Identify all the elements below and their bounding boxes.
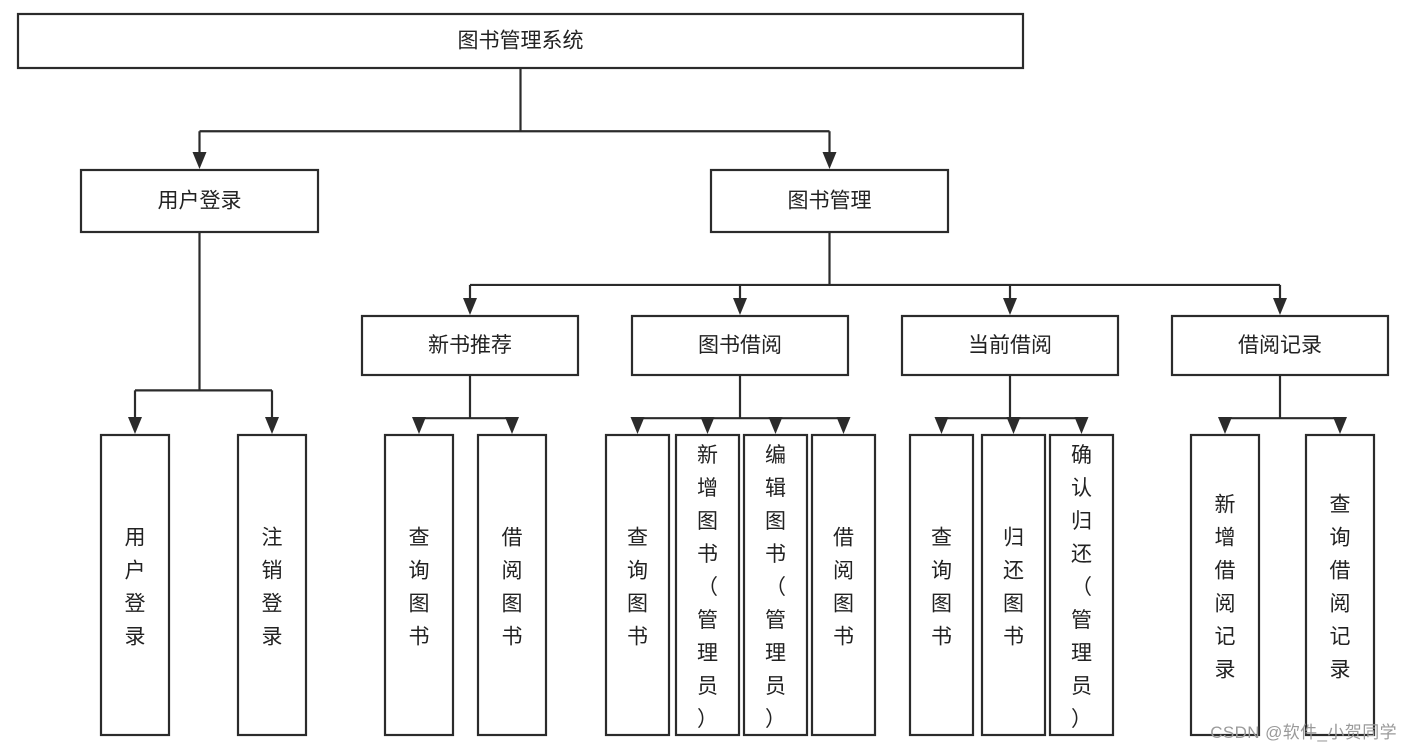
node-root-图书管理系统[interactable]: 图书管理系统 (16, 12, 1025, 70)
node-box (900, 314, 1120, 377)
node-label: 借阅图书 (833, 527, 854, 649)
node-leaf-2[interactable]: 查询图书 (383, 433, 455, 737)
node-l3-2[interactable]: 当前借阅 (900, 314, 1120, 377)
node-box (980, 433, 1047, 737)
node-label: 查询图书 (627, 527, 648, 649)
node-label: 借阅记录 (1238, 334, 1322, 357)
node-box (810, 433, 877, 737)
node-label: 当前借阅 (968, 334, 1052, 357)
node-label: 新增借阅记录 (1215, 494, 1236, 682)
edge-group (192, 68, 837, 169)
node-box (476, 433, 548, 737)
node-box (360, 314, 580, 377)
node-box (908, 433, 975, 737)
node-box (1189, 433, 1261, 737)
node-leaf-3[interactable]: 借阅图书 (476, 433, 548, 737)
node-leaf-6[interactable]: 编辑图书（管理员） (742, 433, 809, 737)
node-label: 查询借阅记录 (1330, 494, 1351, 682)
node-label: 新增图书（管理员） (697, 444, 718, 731)
node-l2-0[interactable]: 用户登录 (79, 168, 320, 234)
arrow-head-icon (128, 417, 142, 434)
node-label: 归还图书 (1003, 527, 1024, 649)
arrow-head-icon (192, 152, 207, 169)
node-label: 图书管理 (788, 190, 872, 213)
node-label: 注销登录 (262, 527, 283, 649)
node-l2-1[interactable]: 图书管理 (709, 168, 950, 234)
node-box (1304, 433, 1376, 737)
node-box (1048, 433, 1115, 737)
node-label: 借阅图书 (502, 527, 523, 649)
arrow-head-icon (1074, 417, 1089, 434)
node-leaf-5[interactable]: 新增图书（管理员） (674, 433, 741, 737)
arrow-head-icon (934, 417, 949, 434)
arrow-head-icon (463, 298, 477, 315)
arrow-head-icon (630, 417, 645, 434)
arrow-head-icon (822, 152, 837, 169)
arrow-head-icon (412, 417, 426, 434)
node-leaf-11[interactable]: 新增借阅记录 (1189, 433, 1261, 737)
arrow-head-icon (1273, 298, 1287, 315)
arrow-head-icon (733, 298, 747, 315)
node-box (630, 314, 850, 377)
edge-group (630, 375, 851, 434)
node-box (1170, 314, 1390, 377)
arrow-head-icon (836, 417, 851, 434)
node-leaf-8[interactable]: 查询图书 (908, 433, 975, 737)
edge-group (934, 375, 1089, 434)
arrow-head-icon (1333, 417, 1347, 434)
node-layer: 图书管理系统用户登录图书管理新书推荐图书借阅当前借阅借阅记录用户登录注销登录查询… (16, 12, 1390, 737)
arrow-head-icon (1218, 417, 1232, 434)
node-box (99, 433, 171, 737)
edge-group (412, 375, 519, 434)
node-leaf-9[interactable]: 归还图书 (980, 433, 1047, 737)
node-leaf-0[interactable]: 用户登录 (99, 433, 171, 737)
node-label: 用户登录 (158, 190, 242, 213)
node-box (383, 433, 455, 737)
node-label: 查询图书 (409, 527, 430, 649)
edge-group (1218, 375, 1347, 434)
node-box (709, 168, 950, 234)
arrow-head-icon (1006, 417, 1021, 434)
node-label: 新书推荐 (428, 334, 512, 357)
connector-layer (128, 68, 1347, 434)
node-leaf-7[interactable]: 借阅图书 (810, 433, 877, 737)
edge-group (463, 232, 1287, 315)
node-box (742, 433, 809, 737)
node-leaf-12[interactable]: 查询借阅记录 (1304, 433, 1376, 737)
arrow-head-icon (768, 417, 783, 434)
node-label: 用户登录 (125, 527, 146, 649)
node-l3-0[interactable]: 新书推荐 (360, 314, 580, 377)
node-box (604, 433, 671, 737)
node-leaf-4[interactable]: 查询图书 (604, 433, 671, 737)
node-box (16, 12, 1025, 70)
node-leaf-1[interactable]: 注销登录 (236, 433, 308, 737)
node-box (236, 433, 308, 737)
arrow-head-icon (1003, 298, 1017, 315)
arrow-head-icon (265, 417, 279, 434)
node-label: 查询图书 (931, 527, 952, 649)
node-label: 图书管理系统 (458, 30, 584, 53)
node-label: 确认归还（管理员） (1071, 444, 1092, 731)
node-label: 编辑图书（管理员） (765, 444, 786, 731)
node-leaf-10[interactable]: 确认归还（管理员） (1048, 433, 1115, 737)
edge-group (128, 232, 279, 434)
arrow-head-icon (700, 417, 715, 434)
node-l3-1[interactable]: 图书借阅 (630, 314, 850, 377)
node-l3-3[interactable]: 借阅记录 (1170, 314, 1390, 377)
node-box (79, 168, 320, 234)
arrow-head-icon (505, 417, 519, 434)
node-box (674, 433, 741, 737)
node-label: 图书借阅 (698, 334, 782, 357)
